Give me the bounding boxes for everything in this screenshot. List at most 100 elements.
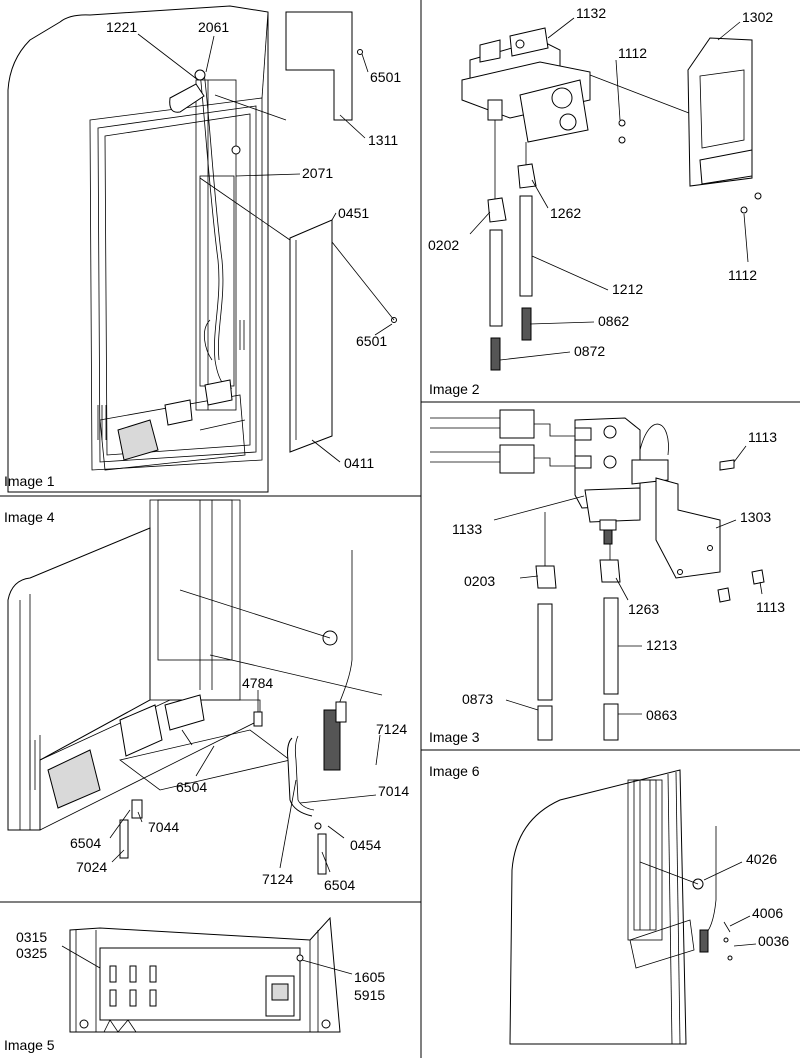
vent-slot: [109, 989, 117, 1007]
callout-label: 4006: [752, 905, 783, 921]
callout-label: 0315: [16, 929, 47, 945]
leader: [109, 809, 131, 839]
screw: [719, 459, 735, 471]
leader: [733, 943, 757, 947]
callout-label: 0872: [574, 343, 605, 359]
leader: [717, 21, 741, 41]
top-clip: [169, 83, 205, 113]
alignment-line: [181, 729, 193, 746]
leader: [499, 351, 571, 361]
coil: [603, 455, 617, 469]
leader: [311, 439, 341, 463]
leader: [531, 255, 609, 291]
leader: [715, 519, 737, 529]
callout-label: 1605: [354, 969, 385, 985]
water-tube: [537, 603, 553, 701]
screw: [740, 206, 748, 214]
leader: [111, 849, 125, 863]
callout-label: 7124: [262, 871, 293, 887]
clip: [131, 799, 143, 819]
callout-label: 7124: [376, 721, 407, 737]
leader: [137, 811, 143, 823]
alignment-line: [723, 921, 731, 933]
drain-spout: [317, 833, 327, 875]
valve-block: [164, 694, 205, 731]
clip-tab: [335, 701, 347, 723]
valve-thread: [603, 529, 613, 545]
panel-label: Image 1: [4, 473, 55, 489]
callout-label: 0036: [758, 933, 789, 949]
callout-label: 4026: [746, 851, 777, 867]
panel-label: Image 6: [429, 763, 480, 779]
callout-label: 1303: [740, 509, 771, 525]
callout-label: 1302: [742, 9, 773, 25]
cabinet-back-panel: [89, 97, 263, 471]
screw: [618, 119, 626, 127]
channel-inner: [199, 175, 235, 387]
machine-compartment: [69, 916, 341, 1033]
bracket: [164, 399, 193, 426]
panel-label: Image 4: [4, 509, 55, 525]
leader: [493, 495, 585, 521]
image6-panel: Image 6 4026 4006 0036: [429, 763, 789, 1045]
screw: [723, 937, 729, 943]
bracket-window: [699, 69, 745, 149]
screw: [357, 49, 363, 55]
callout-label: 1213: [646, 637, 677, 653]
callout-label: 4784: [242, 675, 273, 691]
callout-label: 2071: [302, 165, 333, 181]
leader: [531, 179, 549, 209]
wire-clip: [699, 929, 709, 953]
tube-insert: [490, 337, 501, 371]
leader: [743, 213, 749, 263]
wire-loop: [203, 319, 213, 361]
cabinet-back-inner: [97, 105, 257, 463]
channel: [195, 79, 237, 411]
panel-label: Image 5: [4, 1037, 55, 1053]
leader: [321, 851, 331, 873]
callout-label: 6501: [356, 333, 387, 349]
leader: [759, 581, 763, 595]
foot: [79, 1019, 89, 1029]
bottom-notches: [103, 1019, 137, 1033]
image2-panel: Image 2 1132 1302 1112 1262 0202 1112 12…: [428, 5, 773, 397]
bracket-lip: [699, 149, 753, 185]
screw: [751, 569, 765, 585]
callout-label: 1263: [628, 601, 659, 617]
leader: [375, 734, 381, 766]
back-channel: [149, 499, 241, 701]
compressor: [47, 749, 101, 809]
callout-label: 0451: [338, 205, 369, 221]
callout-label: 0862: [598, 313, 629, 329]
valve-bracket-tab: [631, 459, 669, 485]
leader: [374, 323, 393, 336]
back-channel-inner: [157, 499, 233, 661]
screw: [727, 955, 733, 961]
condenser-fan: [119, 704, 163, 757]
sensor: [253, 711, 263, 727]
callout-label: 1112: [728, 267, 757, 283]
cabinet-edge: [675, 771, 681, 1045]
water-tube: [489, 229, 503, 327]
hole: [677, 569, 683, 575]
callout-label: 7014: [378, 783, 409, 799]
leader: [729, 915, 751, 927]
terminal: [574, 427, 592, 441]
cabinet-back-inner2: [104, 113, 251, 456]
leader: [529, 321, 595, 325]
valve-port: [559, 113, 577, 131]
water-tube: [199, 71, 233, 389]
nut-fitting: [487, 197, 507, 223]
callout-label: 2061: [198, 19, 229, 35]
tube-insert: [521, 307, 532, 341]
leader: [331, 212, 337, 221]
bracket-post: [119, 819, 129, 859]
callout-label: 1262: [550, 205, 581, 221]
alignment-line: [214, 94, 287, 121]
screw: [754, 192, 762, 200]
leader: [235, 173, 301, 177]
leader: [519, 575, 539, 579]
water-tube: [519, 195, 533, 297]
vent-slot: [149, 965, 157, 983]
